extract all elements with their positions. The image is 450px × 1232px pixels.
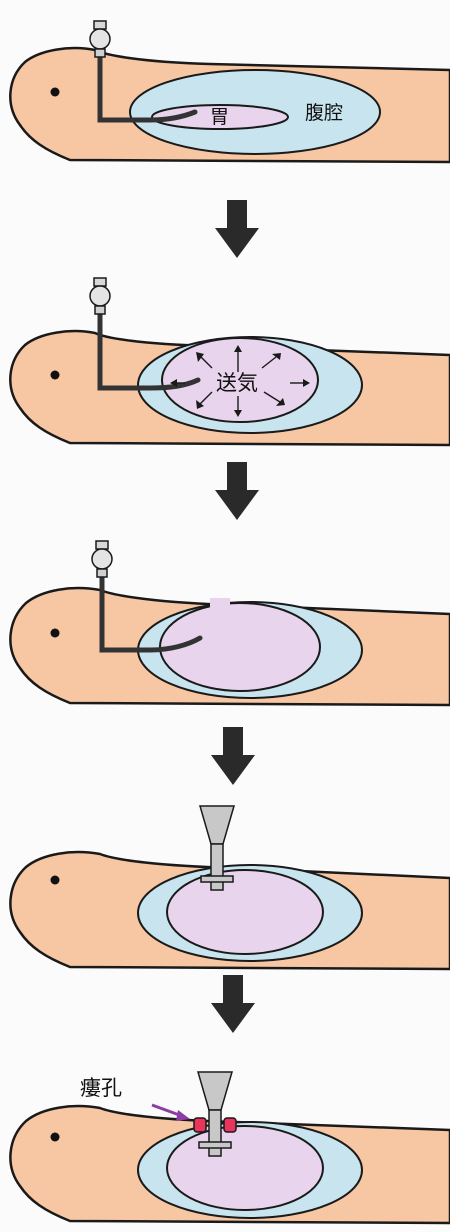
puncture-site	[210, 598, 230, 614]
down-arrow-icon	[215, 200, 259, 258]
step-5: 瘻孔	[10, 1072, 450, 1223]
down-arrow-icon	[215, 462, 259, 520]
trocar-icon	[198, 1072, 232, 1156]
insufflation-label: 送気	[216, 371, 258, 395]
stomach-label: 胃	[210, 106, 229, 128]
eye	[51, 1133, 60, 1142]
eye	[51, 876, 60, 885]
endoscope-icon	[92, 541, 112, 577]
fistula-ring-right	[224, 1118, 236, 1132]
step-1: 胃 腹腔	[10, 21, 450, 162]
endoscope-icon	[90, 278, 110, 314]
fistula-label: 瘻孔	[80, 1076, 122, 1100]
stomach	[167, 870, 323, 954]
eye	[51, 629, 60, 638]
step-4	[10, 806, 450, 969]
eye	[51, 88, 60, 97]
fistula-ring-left	[194, 1118, 206, 1132]
step-2: 送気	[10, 278, 450, 445]
abdominal-cavity-label: 腹腔	[305, 102, 343, 124]
eye	[51, 371, 60, 380]
down-arrow-icon	[211, 727, 255, 785]
trocar-icon	[200, 806, 234, 890]
stomach	[167, 1126, 323, 1210]
step-3	[10, 541, 450, 705]
down-arrow-icon	[211, 975, 255, 1033]
